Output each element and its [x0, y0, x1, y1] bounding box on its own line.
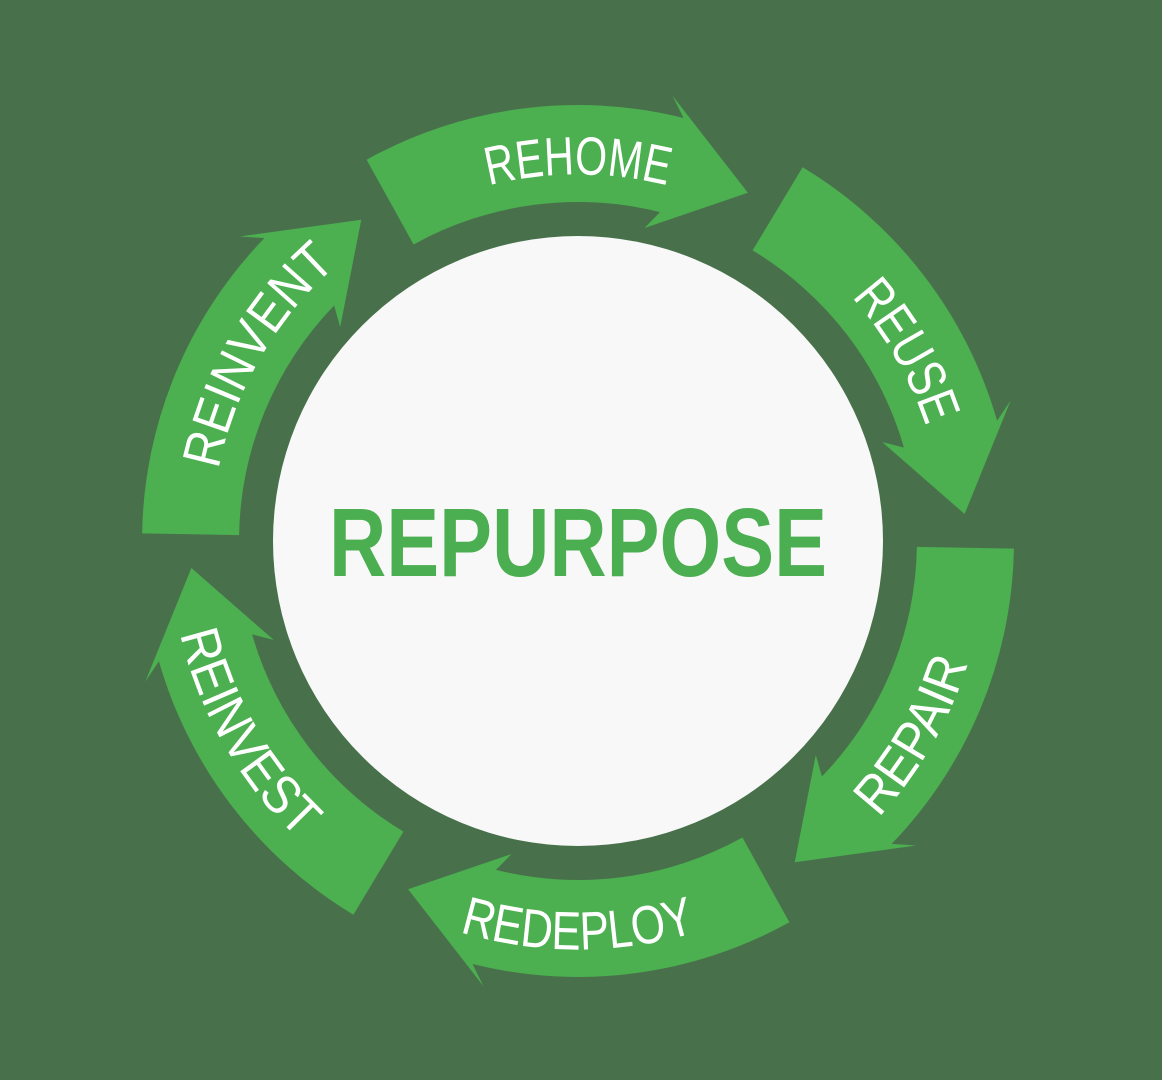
center-label: REPURPOSE [329, 488, 827, 597]
segment-arrow-redeploy [408, 837, 790, 987]
arrow-segments: REHOMEREUSEREPAIRREDEPLOYREINVESTREINVEN… [142, 95, 1014, 987]
segment-arrow-reinvent [142, 219, 362, 536]
segment-arrow-reuse [752, 167, 1011, 515]
segment-arrow-reinvest [145, 568, 404, 915]
segment-arrow-rehome [366, 95, 748, 245]
inner-circle [273, 236, 883, 846]
segment-arrow-repair [794, 546, 1014, 863]
